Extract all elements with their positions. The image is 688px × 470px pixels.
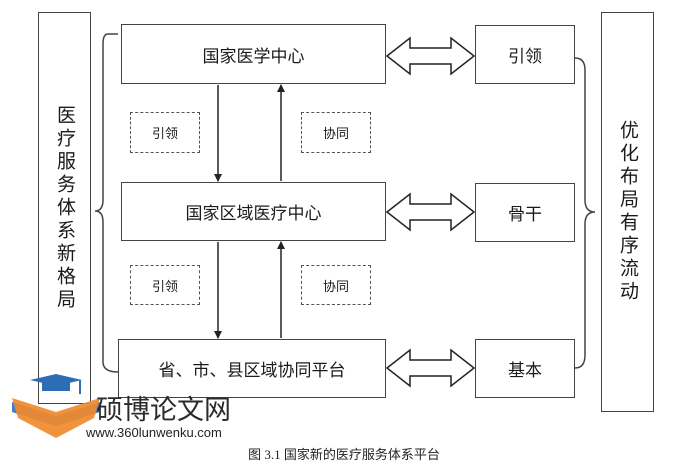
double-arrow-basic	[385, 348, 476, 388]
regional-center-box: 国家区域医疗中心	[121, 182, 386, 241]
role-backbone-box: 骨干	[475, 183, 575, 242]
double-arrow-lead	[385, 36, 476, 76]
right-brace	[574, 57, 596, 369]
right-label: 优化布局有序流动	[617, 120, 639, 304]
watermark-logo	[8, 372, 108, 442]
double-arrow-backbone	[385, 192, 476, 232]
watermark-site: www.360lunwenku.com	[86, 425, 222, 440]
relation-coop-bottom: 协同	[301, 265, 371, 305]
watermark-brand: 硕博论文网	[96, 395, 231, 426]
relation-lead-bottom: 引领	[130, 265, 200, 305]
national-center-box: 国家医学中心	[121, 24, 386, 84]
figure-caption: 图 3.1 国家新的医疗服务体系平台	[248, 447, 440, 462]
right-label-box: 优化布局有序流动	[601, 12, 654, 412]
role-basic-box: 基本	[475, 339, 575, 398]
graduation-book-icon	[12, 374, 100, 438]
relation-coop-top: 协同	[301, 112, 371, 153]
left-label: 医疗服务体系新格局	[54, 104, 76, 312]
left-brace	[94, 33, 119, 373]
provincial-platform-box: 省、市、县区域协同平台	[118, 339, 386, 398]
left-label-box: 医疗服务体系新格局	[38, 12, 91, 404]
relation-lead-top: 引领	[130, 112, 200, 153]
role-lead-box: 引领	[475, 25, 575, 84]
